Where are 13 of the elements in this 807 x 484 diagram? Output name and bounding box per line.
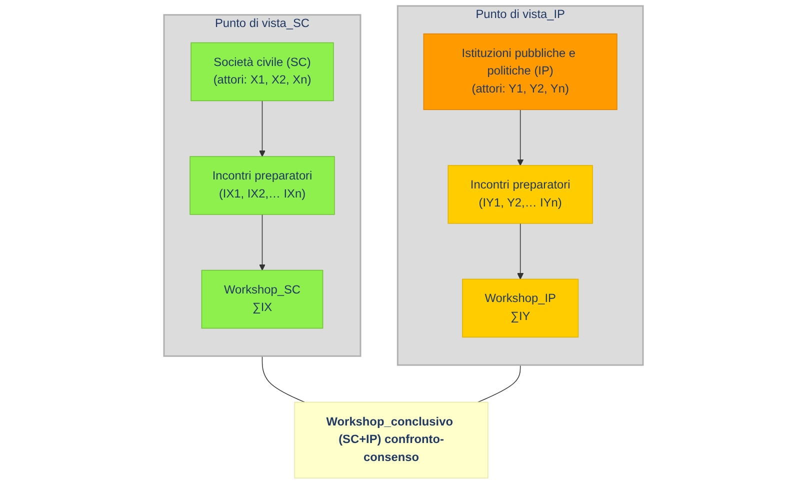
node-box: Incontri preparatori (IX1, IX2,… IXn) (190, 156, 335, 215)
node-box: Incontri preparatori (IY1, Y2,… IYn) (448, 165, 593, 224)
connector (262, 356, 306, 403)
connector (478, 364, 521, 403)
node-box: Workshop_conclusivo (SC+IP) confronto-consenso (294, 402, 488, 478)
node-box: Società civile (SC) (attori: X1, X2, Xn) (190, 42, 334, 102)
arrow (258, 214, 266, 271)
node-box: Workshop_IP ∑IY (462, 278, 579, 338)
arrow (517, 223, 524, 280)
node-box: Workshop_SC ∑IX (201, 270, 324, 329)
arrow (517, 109, 524, 166)
arrow (258, 100, 266, 157)
node-box: Istituzioni pubbliche e politiche (IP) (attori: Y1, Y2, Yn) (423, 33, 618, 110)
